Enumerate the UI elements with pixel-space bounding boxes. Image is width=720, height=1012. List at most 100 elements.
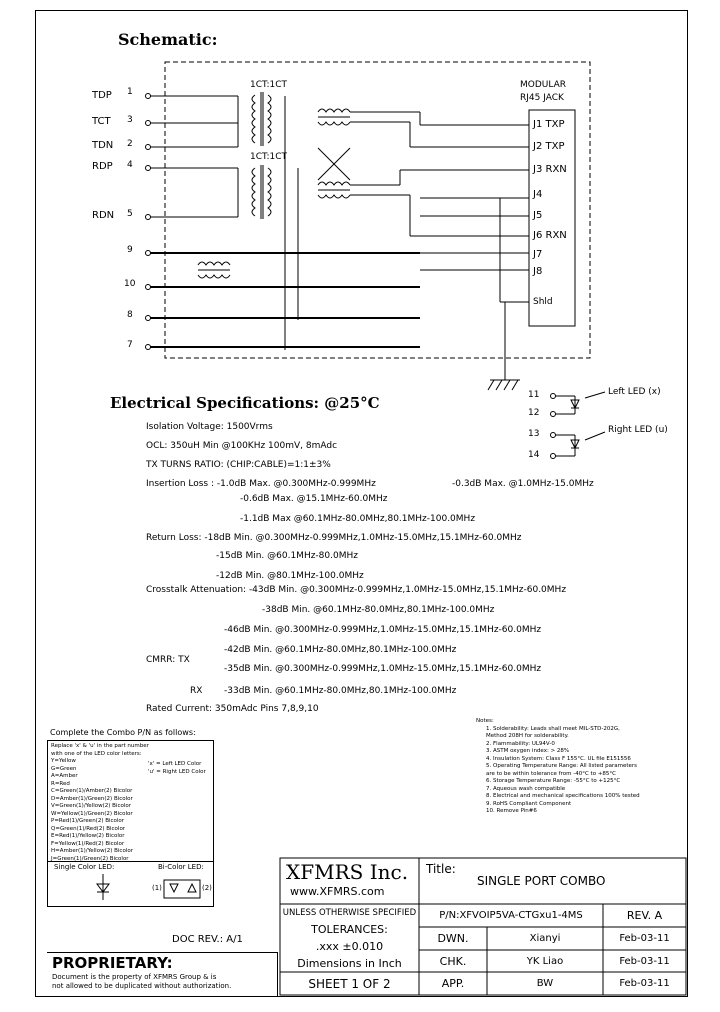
spec-line: -38dB Min. @60.1MHz-80.0MHz,80.1MHz-100.… [262,605,495,615]
combo-line: G=Green [51,765,77,772]
spec-line: CMRR: TX [146,655,190,665]
led-pin-number: 11 [528,390,540,400]
doc-rev-label: DOC REV.: A/1 [172,934,243,945]
jack-subtitle: RJ45 JACK [520,93,564,103]
pin-number: 2 [127,139,133,149]
drawing-title: SINGLE PORT COMBO [477,874,606,888]
jack-pin-shield: Shld [533,297,553,307]
spec-line: -0.3dB Max. @1.0MHz-15.0MHz [452,479,594,489]
dwn-date: Feb-03-11 [619,933,670,944]
app-date: Feb-03-11 [619,978,670,989]
jack-pin-j3: J3 RXN [533,164,567,175]
pin-label-tdp: TDP [92,90,112,101]
pin-label-tct: TCT [92,116,111,127]
drawing-border [35,10,688,997]
combo-line: Replace 'x' & 'u' in the part number [51,743,149,749]
notes-heading: Notes: [476,718,494,724]
led-pin-number: 13 [528,429,540,439]
pin-label-tdn: TDN [92,140,114,151]
tolerances-label: TOLERANCES: [311,923,388,936]
spec-line: -33dB Min. @60.1MHz-80.0MHz,80.1MHz-100.… [224,686,457,696]
combo-line: Q=Green(1)/Red(2) Bicolor [51,825,126,832]
led-pin-number: 14 [528,450,540,460]
dwn-label: DWN. [437,932,469,945]
jack-pin-j7: J7 [533,249,543,260]
dwn-name: Xianyi [529,933,561,944]
spec-line: RX [190,686,203,696]
spec-line: OCL: 350uH Min @100KHz 100mV, 8mAdc [146,441,338,451]
pin-number: 5 [127,209,133,219]
jack-pin-j4: J4 [533,189,543,200]
bicolor-mark-1: (1) [152,884,162,892]
pin-number: 4 [127,160,133,170]
note-item: 8. Electrical and mechanical specificati… [486,793,640,799]
jack-pin-j6: J6 RXN [533,230,567,241]
app-label: APP. [441,977,465,990]
proprietary-heading: PROPRIETARY: [52,954,173,972]
tolerance-value: .xxx ±0.010 [315,940,384,953]
spec-line: Isolation Voltage: 1500Vrms [146,422,273,432]
combo-line: R=Red [51,780,70,787]
combo-line: V=Green(1)/Yellow(2) Bicolor [51,803,131,809]
unless-label: UNLESS OTHERWISE SPECIFIED [282,908,417,918]
note-item: Method 208H for solderability. [486,733,569,739]
combo-line: P=Red(1)/Green(2) Bicolor [51,818,125,824]
combo-line: A=Amber [51,773,78,779]
combo-line: D=Amber(1)/Green(2) Bicolor [51,795,133,802]
note-item: are to be within tolerance from -40°C to… [486,770,617,777]
pin-number: 8 [127,310,133,320]
schematic-diagram [145,61,606,459]
pin-number: 7 [127,340,133,350]
spec-line: Insertion Loss : -1.0dB Max. @0.300MHz-0… [146,479,376,489]
note-item: 3. ASTM oxygen index: > 28% [486,748,570,754]
proprietary-text: Document is the property of XFMRS Group … [52,973,231,991]
combo-line: J=Green(1)/Green(2) Bicolor [51,855,129,862]
spec-line: Crosstalk Attenuation: -43dB Min. @0.300… [146,585,567,595]
led-diode-icon [96,874,201,900]
combo-line: with one of the LED color letters: [51,750,142,757]
combo-line: E=Red(1)/Yellow(2) Bicolor [51,833,125,839]
note-item: 9. RoHS Compliant Component [486,800,572,807]
part-number: P/N:XFVOIP5VA-CTGxu1-4MS [439,910,583,921]
revision: REV. A [626,909,663,922]
spec-line: -0.6dB Max. @15.1MHz-60.0MHz [240,494,388,504]
dimensions-label: Dimensions in Inch [297,957,402,970]
schematic-title: Schematic: [118,30,218,49]
led-pin-number: 12 [528,408,540,418]
spec-line: -46dB Min. @0.300MHz-0.999MHz,1.0MHz-15.… [224,625,542,635]
note-item: 10. Remove Pin#6 [486,808,537,814]
left-led-label: Left LED (x) [608,387,661,397]
title-label: Title: [426,862,456,876]
pin-number: 3 [127,115,133,125]
company-website: www.XFMRS.com [290,885,385,898]
jack-pin-j5: J5 [533,210,543,221]
note-item: 5. Operating Temperature Range: All list… [486,763,638,769]
led-symbol-box: Single Color LED: Bi-Color LED: (1) (2) [47,860,214,907]
right-led-label: Right LED (u) [608,425,668,435]
spec-line: -1.1dB Max @60.1MHz-80.0MHz,80.1MHz-100.… [240,514,476,524]
bicolor-led-label: Bi-Color LED: [158,863,204,871]
combo-line: H=Amber(1)/Yellow(2) Bicolor [51,848,133,854]
combo-pn-box: Replace 'x' & 'u' in the part number wit… [47,740,214,862]
combo-line: W=Yellow(1)/Green(2) Bicolor [51,810,133,817]
electrical-spec-title: Electrical Specifications: @25°C [110,394,380,412]
spec-line: TX TURNS RATIO: (CHIP:CABLE)=1:1±3% [146,460,331,470]
spec-line: -35dB Min. @0.300MHz-0.999MHz,1.0MHz-15.… [224,664,542,674]
pin-label-rdn: RDN [92,210,115,221]
spec-line: -12dB Min. @80.1MHz-100.0MHz [216,571,364,581]
jack-pin-j1: J1 TXP [533,119,565,130]
app-name: BW [536,978,554,989]
chk-date: Feb-03-11 [619,955,670,967]
note-item: 6. Storage Temperature Range: -55°C to +… [486,778,621,784]
spec-line: Return Loss: -18dB Min. @0.300MHz-0.999M… [146,533,522,543]
company-name: XFMRS Inc. [286,860,409,884]
pin-number: 10 [124,279,136,289]
pin-number: 9 [127,245,133,255]
u-led-note: 'u' = Right LED Color [148,769,206,775]
note-item: 1. Solderability: Leads shall meet MIL-S… [486,725,620,732]
chk-label: CHK. [439,954,467,968]
note-item: 4. Insulation System: Class F 155°C. UL … [486,755,631,762]
proprietary-line: not allowed to be duplicated without aut… [52,982,232,990]
notes-block: Notes: 1. Solderability: Leads shall mee… [476,718,640,816]
